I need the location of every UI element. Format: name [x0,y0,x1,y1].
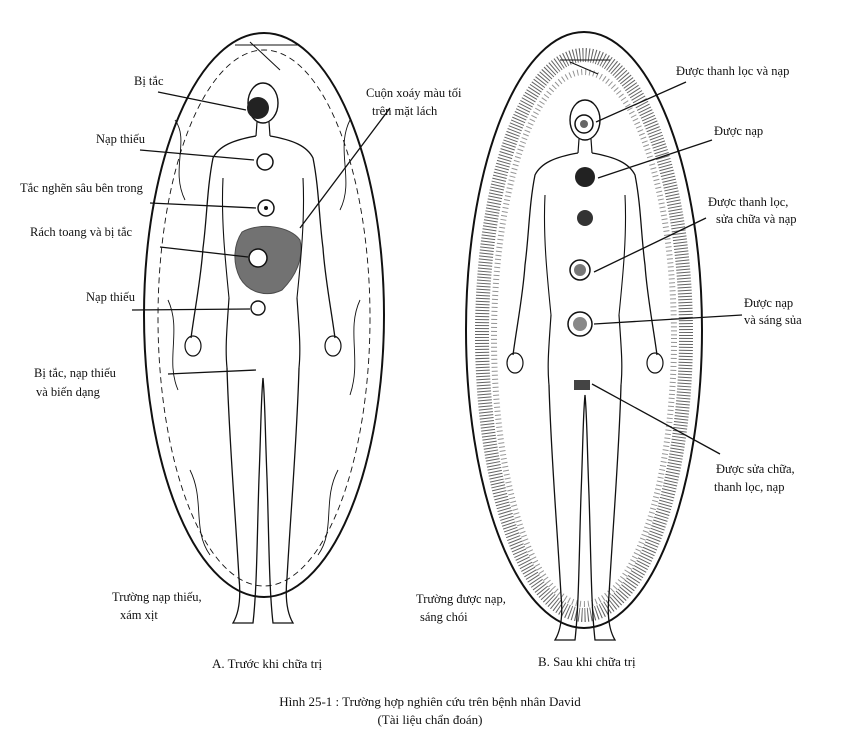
aura-outline-b [465,31,703,629]
aura-radiance-b [475,48,693,622]
label-blocked-deformed-2: và biến dạng [36,385,100,399]
chakra-solar-fill-b [574,264,586,276]
aura-radiance-inner-b [491,69,677,607]
label-charged: Được nạp [714,124,764,138]
aura-inner-a [157,49,371,587]
field-label-b-1: Trường được nạp, [416,592,506,606]
figure-caption-source: (Tài liệu chẩn đoán) [377,712,483,727]
label-dark-vortex-1: Cuộn xoáy màu tối [366,86,462,100]
chakra-crown-a [247,97,269,119]
figure-b [465,31,743,641]
chakra-heart-b [577,210,593,226]
chakra-throat-b [575,167,595,187]
label-charged-bright-2: và sáng sủa [744,313,802,327]
label-charged-bright-1: Được nạp [744,296,794,310]
chakra-sacral-fill-b [573,317,587,331]
label-dark-vortex-2: trên mặt lách [372,104,438,118]
label-undercharged: Nạp thiếu [96,132,145,146]
label-cleansed-charged: Được thanh lọc và nạp [676,64,790,78]
label-repaired-cleansed-1: Được sửa chữa, [716,462,795,476]
label-cleansed-repaired-1: Được thanh lọc, [708,195,789,209]
chakra-crown-dot-b [580,120,588,128]
label-undercharged-2: Nạp thiếu [86,290,135,304]
chakra-sacral-a [250,300,266,316]
label-cleansed-repaired-2: sửa chữa và nạp [716,212,797,226]
label-blocked: Bị tắc [134,74,164,88]
label-blocked-deformed-1: Bị tắc, nạp thiếu [34,366,116,380]
figure-a [131,32,391,624]
subtitle-b: B. Sau khi chữa trị [538,654,636,669]
field-label-b-2: sáng chói [420,610,468,624]
field-label-a-2: xám xịt [120,608,158,622]
field-label-a-1: Trường nạp thiếu, [112,590,202,604]
label-torn-blocked: Rách toang và bị tắc [30,225,133,239]
label-deep-congestion: Tắc nghẽn sâu bên trong [20,181,143,195]
chakra-root-b [574,380,590,390]
chakra-heart-a [257,199,275,217]
aura-outline-a [143,32,385,598]
figure-caption: Hình 25-1 : Trường hợp nghiên cứu trên b… [279,694,581,709]
chakra-throat-a [256,153,274,171]
subtitle-a: A. Trước khi chữa trị [212,656,323,671]
chakra-heart-dot-a [264,206,268,210]
chakra-solar-a [248,248,268,268]
dark-spleen-mass [234,226,302,294]
label-repaired-cleansed-2: thanh lọc, nạp [714,480,785,494]
